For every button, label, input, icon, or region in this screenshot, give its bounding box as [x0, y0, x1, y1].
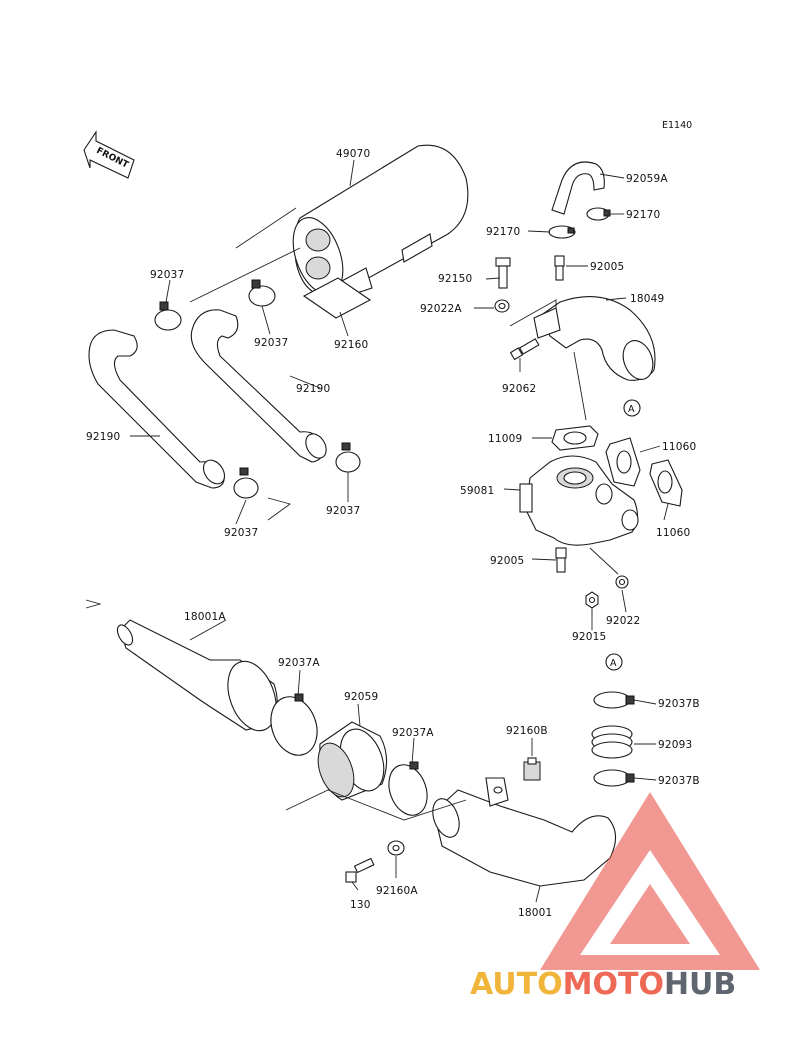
- label-92037A-right: 92037A: [392, 727, 434, 739]
- label-92160B: 92160B: [506, 725, 548, 737]
- label-92037-b: 92037: [254, 337, 288, 349]
- gasket-11060-bottom: [649, 459, 683, 507]
- label-92190-upper: 92190: [296, 383, 330, 395]
- clamp-92037A-left: [270, 696, 318, 756]
- label-92037A-left: 92037A: [278, 657, 320, 669]
- plug-92005-bottom: [555, 547, 567, 573]
- svg-text:A: A: [610, 658, 617, 669]
- reference-marker-a-bottom: A: [605, 653, 623, 671]
- tail-pipe-18001: [432, 777, 617, 887]
- label-92059: 92059: [344, 691, 378, 703]
- watermark-auto: AUTO: [470, 967, 563, 1002]
- cone-18001A: [116, 619, 278, 732]
- leader-lines: [85, 159, 669, 903]
- clamp-92037-a: [154, 309, 182, 331]
- label-92022: 92022: [606, 615, 640, 627]
- label-11009: 11009: [488, 433, 522, 445]
- svg-text:A: A: [628, 404, 635, 415]
- label-92005-bottom: 92005: [490, 555, 524, 567]
- label-92037B-top: 92037B: [658, 698, 700, 710]
- label-92037B-bottom: 92037B: [658, 775, 700, 787]
- exhaust-manifold-59081: [519, 455, 639, 546]
- label-92160: 92160: [334, 339, 368, 351]
- label-92005-top: 92005: [590, 261, 624, 273]
- bolt-92062: [509, 338, 540, 361]
- clamp-92037-c: [233, 477, 259, 499]
- label-18049: 18049: [630, 293, 664, 305]
- hose-92059A: [551, 161, 605, 215]
- diagram-code: E1140: [662, 120, 692, 131]
- bellows-92093: [591, 725, 633, 759]
- rubber-mount-92160B: [523, 757, 541, 781]
- label-11060-bottom: 11060: [656, 527, 690, 539]
- label-18001: 18001: [518, 907, 552, 919]
- exhaust-pipe-18049: [533, 296, 656, 381]
- clamp-92037-d: [335, 451, 361, 473]
- label-130: 130: [350, 899, 371, 911]
- label-92160A: 92160A: [376, 885, 418, 897]
- watermark-brand: AUTOMOTOHUB: [470, 967, 736, 1002]
- hose-92190-upper: [190, 309, 324, 463]
- clamp-92037B-top: [593, 691, 631, 709]
- clamp-92037A-right: [388, 764, 428, 816]
- gasket-92160: [302, 277, 372, 319]
- label-92037-d: 92037: [326, 505, 360, 517]
- plug-92005-top: [554, 255, 565, 281]
- front-direction-arrow-icon: FRONT: [83, 130, 135, 179]
- gasket-11060-top: [605, 437, 641, 487]
- muffler-49070: [292, 144, 469, 297]
- clamp-92037-b: [248, 285, 276, 307]
- label-11060-top: 11060: [662, 441, 696, 453]
- coupler-92059: [317, 721, 388, 801]
- gasket-11009: [551, 425, 599, 451]
- label-92170-right: 92170: [626, 209, 660, 221]
- nut-92015: [585, 591, 599, 609]
- watermark-moto: MOTO: [563, 967, 664, 1002]
- automotohub-watermark: [540, 792, 760, 970]
- label-92190-left: 92190: [86, 431, 120, 443]
- label-92059A: 92059A: [626, 173, 668, 185]
- reference-marker-a-top: A: [623, 399, 641, 417]
- label-92037-c: 92037: [224, 527, 258, 539]
- label-92037-a: 92037: [150, 269, 184, 281]
- bolt-130: [345, 857, 375, 883]
- label-92150: 92150: [438, 273, 472, 285]
- label-18001A: 18001A: [184, 611, 226, 623]
- label-59081: 59081: [460, 485, 494, 497]
- label-92093: 92093: [658, 739, 692, 751]
- label-92170-left: 92170: [486, 226, 520, 238]
- label-92022A: 92022A: [420, 303, 462, 315]
- label-92062: 92062: [502, 383, 536, 395]
- clamp-92037B-bottom: [593, 769, 631, 787]
- watermark-hub: HUB: [664, 967, 736, 1002]
- label-92015: 92015: [572, 631, 606, 643]
- label-49070: 49070: [336, 148, 370, 160]
- bolt-92150: [495, 257, 511, 289]
